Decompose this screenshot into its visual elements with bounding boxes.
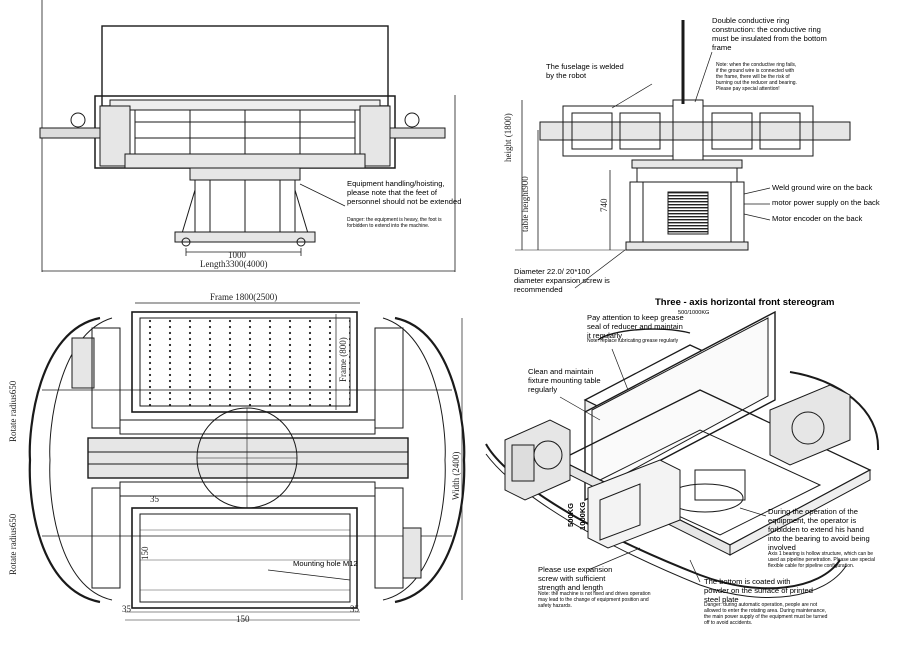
dim-plan-width: Width (2400) (451, 451, 461, 500)
diameter-note: Diameter 22.0/ 20*100 diameter expansion… (514, 267, 610, 294)
operation-note: During the operation of the equipment, t… (768, 507, 870, 552)
dim-35-top: 35 (150, 494, 159, 504)
stereogram-title: Three - axis horizontal front stereogram (655, 297, 835, 308)
bottom-note: The bottom is coated with powder on the … (704, 577, 813, 604)
bottom-danger-note: Danger: during automatic operation, peop… (704, 602, 828, 626)
label-500kg: 500KG (566, 502, 575, 527)
label-1000kg: 1000KG (578, 501, 587, 530)
motor-encoder-label: Motor encoder on the back (772, 214, 863, 223)
expansion-note: Please use expansion screw with sufficie… (538, 565, 613, 592)
plan-view (28, 302, 466, 621)
ring-note: Double conductive ring construction: the… (712, 16, 827, 52)
dim-table-height: table height900 (520, 176, 530, 232)
axis-note: Axis 1 bearing is hollow structure, whic… (768, 551, 876, 569)
dim-frame: Frame 1800(2500) (210, 292, 278, 302)
handling-note: Equipment handling/hoisting, please note… (347, 179, 462, 206)
dim-rotate-radius-bottom: Rotate radius650 (8, 513, 18, 575)
fuselage-note: The fuselage is welded by the robot (546, 62, 624, 80)
dim-740: 740 (599, 198, 609, 213)
dim-rotate-radius-top: Rotate radius650 (8, 380, 18, 442)
motor-power-label: motor power supply on the back (772, 198, 880, 207)
mounting-hole-label: Mounting hole M12 (293, 559, 358, 568)
dim-150-bottom: 150 (236, 614, 250, 624)
ring-warning: Note: when the conductive ring fails, if… (716, 62, 797, 92)
dim-35-bottom-right: 35 (350, 604, 359, 614)
grease-note: Pay attention to keep grease seal of red… (587, 313, 684, 340)
capacity-label: 500/1000KG (678, 310, 710, 316)
dim-height: height (1800) (503, 113, 513, 162)
dim-front-length: Length3300(4000) (200, 259, 268, 269)
fixture-note: Clean and maintain fixture mounting tabl… (528, 367, 601, 394)
danger-note: Danger: the equipment is heavy, the foot… (347, 217, 442, 229)
dim-150-side: 150 (140, 546, 150, 561)
front-view (39, 0, 456, 272)
grease-sub-note: Note: replace lubricating grease regular… (587, 338, 679, 344)
stereogram-view (485, 310, 880, 599)
dim-frame-side: Frame (800) (338, 337, 348, 382)
weld-wire-label: Weld ground wire on the back (772, 183, 873, 192)
side-view (515, 20, 851, 289)
dim-35-bottom-left: 35 (122, 604, 131, 614)
expansion-sub-note: Note: the machine is not fixed and drive… (538, 591, 651, 609)
dim-front-width: 1000 (228, 250, 246, 260)
